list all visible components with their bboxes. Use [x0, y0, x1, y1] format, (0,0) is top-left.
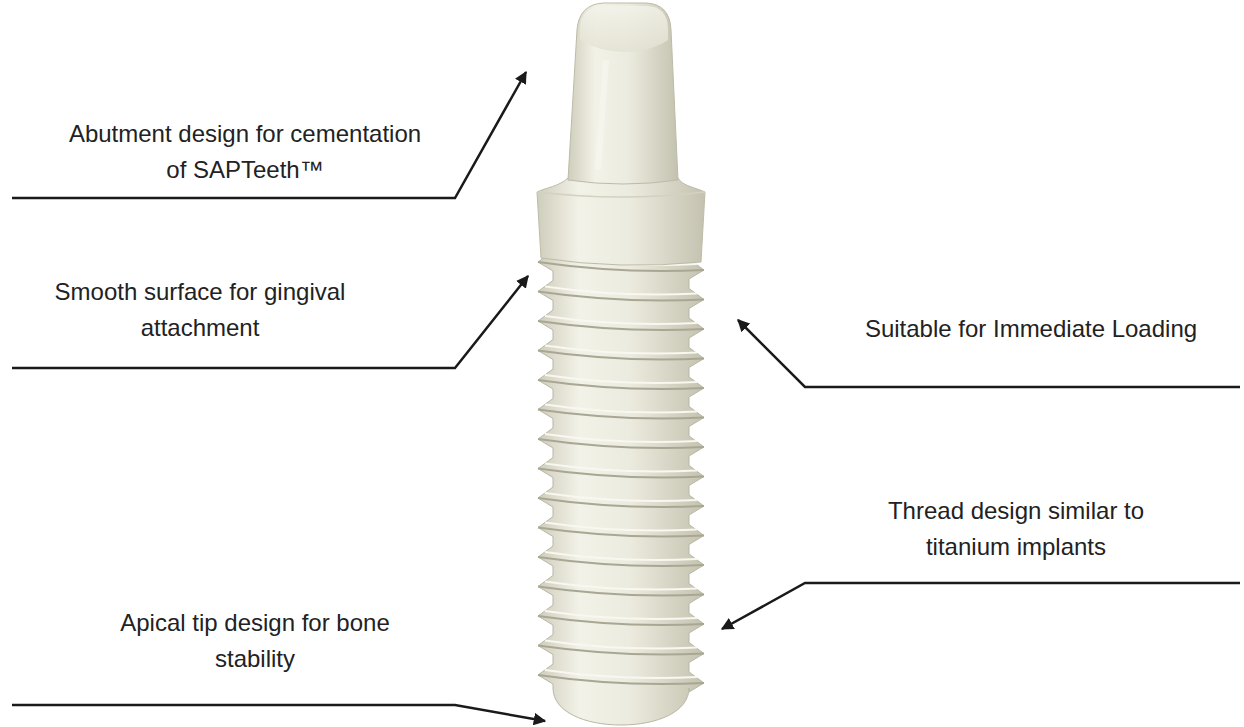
- thread-highlight: [545, 493, 697, 501]
- smooth-collar: [537, 178, 705, 265]
- thread-highlight: [545, 582, 697, 590]
- collar-edge: [537, 192, 705, 197]
- leader-line: [722, 583, 1240, 629]
- callout-label: Smooth surface for gingival attachment: [20, 274, 380, 346]
- thread-highlight: [545, 375, 697, 383]
- thread-highlight: [545, 552, 697, 560]
- thread-highlight: [545, 464, 697, 472]
- leader-line: [12, 705, 545, 721]
- thread-highlight: [545, 287, 697, 295]
- leader-line: [12, 72, 526, 198]
- callout-label: Abutment design for cementation of SAPTe…: [63, 116, 428, 188]
- thread-highlight: [545, 523, 697, 531]
- threaded-body: [538, 251, 704, 725]
- thread-highlight: [545, 611, 697, 619]
- callout-label: Suitable for Immediate Loading: [816, 311, 1244, 347]
- thread-highlight: [545, 316, 697, 324]
- abutment: [568, 3, 678, 184]
- thread-highlight: [545, 434, 697, 442]
- thread-highlight: [545, 405, 697, 413]
- thread-highlight: [545, 670, 697, 678]
- abutment-highlight: [598, 60, 606, 170]
- leader-lines: [12, 72, 1240, 721]
- implant: [537, 3, 705, 725]
- callout-label: Apical tip design for bone stability: [90, 605, 420, 677]
- callout-label: Thread design similar to titanium implan…: [851, 493, 1181, 565]
- abutment-top: [580, 6, 668, 52]
- thread-highlight: [545, 346, 697, 354]
- thread-highlight: [545, 641, 697, 649]
